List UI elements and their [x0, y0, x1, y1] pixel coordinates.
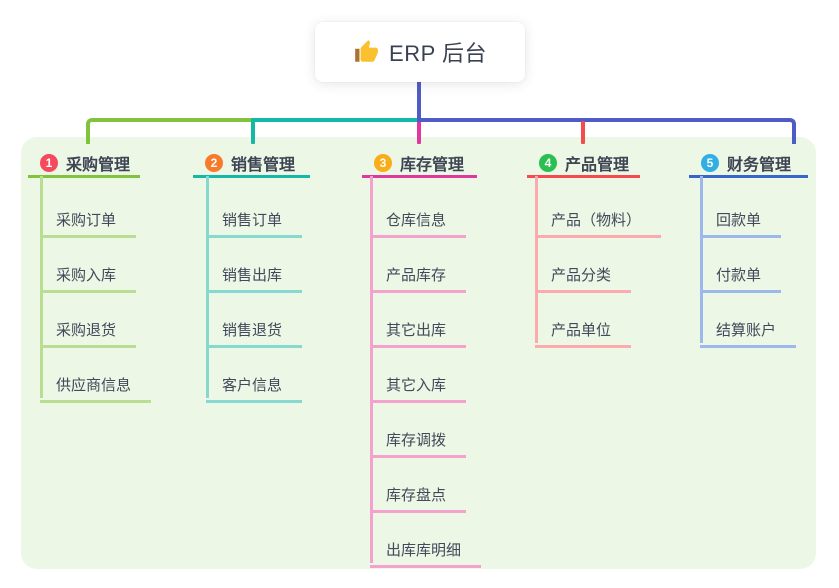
child-node-产品库存[interactable]: 产品库存 — [370, 258, 467, 293]
child-node-出库库明细[interactable]: 出库库明细 — [370, 533, 482, 568]
child-node-付款单[interactable]: 付款单 — [700, 258, 782, 293]
branch-number-badge: 5 — [701, 153, 719, 172]
child-node-结算账户[interactable]: 结算账户 — [700, 313, 797, 348]
branch-number-badge: 1 — [40, 153, 58, 172]
branch-label: 产品管理 — [565, 156, 630, 174]
child-node-销售退货[interactable]: 销售退货 — [206, 313, 303, 348]
child-label: 仓库信息 — [386, 212, 447, 229]
branch-label: 库存管理 — [400, 156, 465, 174]
branch4-drop-line — [581, 121, 585, 144]
child-node-产品分类[interactable]: 产品分类 — [535, 258, 632, 293]
branch-number-badge: 3 — [374, 153, 392, 172]
branch-node-财务管理[interactable]: 5 财务管理 — [689, 150, 808, 178]
branch-label: 财务管理 — [727, 156, 792, 174]
child-node-产品（物料）[interactable]: 产品（物料） — [535, 203, 662, 238]
branch-connector-line — [700, 176, 703, 343]
branch-node-产品管理[interactable]: 4 产品管理 — [527, 150, 640, 178]
branch-label: 采购管理 — [66, 156, 131, 174]
child-label: 销售订单 — [222, 212, 283, 229]
root-stem-line — [417, 82, 421, 122]
branch-connector-line — [370, 176, 373, 563]
spine-left-corner — [86, 118, 254, 144]
branch-connector-line — [40, 176, 43, 398]
child-node-产品单位[interactable]: 产品单位 — [535, 313, 632, 348]
child-label: 其它入库 — [386, 377, 447, 394]
child-label: 销售出库 — [222, 267, 283, 284]
root-title: ERP 后台 — [389, 41, 487, 66]
child-label: 产品分类 — [551, 267, 612, 284]
branch3-drop-line — [417, 121, 421, 144]
child-label: 出库库明细 — [386, 542, 462, 559]
child-node-仓库信息[interactable]: 仓库信息 — [370, 203, 467, 238]
child-node-其它出库[interactable]: 其它出库 — [370, 313, 467, 348]
branch-node-销售管理[interactable]: 2 销售管理 — [193, 150, 310, 178]
branch-node-采购管理[interactable]: 1 采购管理 — [28, 150, 140, 178]
spine-teal-segment — [254, 118, 419, 122]
branch-connector-line — [535, 176, 538, 343]
child-label: 供应商信息 — [56, 377, 132, 394]
child-label: 销售退货 — [222, 322, 283, 339]
child-node-其它入库[interactable]: 其它入库 — [370, 368, 467, 403]
thumbs-up-icon — [353, 39, 379, 65]
child-node-采购入库[interactable]: 采购入库 — [40, 258, 137, 293]
spine-right-corner — [419, 118, 796, 144]
branch2-drop-line — [251, 118, 255, 144]
child-label: 产品（物料） — [551, 212, 642, 229]
branch-label: 销售管理 — [231, 156, 296, 174]
child-node-库存调拨[interactable]: 库存调拨 — [370, 423, 467, 458]
child-label: 采购订单 — [56, 212, 117, 229]
child-label: 产品单位 — [551, 322, 612, 339]
branch-node-库存管理[interactable]: 3 库存管理 — [362, 150, 477, 178]
branch-number-badge: 4 — [539, 153, 557, 172]
child-node-销售出库[interactable]: 销售出库 — [206, 258, 303, 293]
branch-connector-line — [206, 176, 209, 398]
child-label: 回款单 — [716, 212, 762, 229]
child-node-销售订单[interactable]: 销售订单 — [206, 203, 303, 238]
mindmap-panel — [21, 137, 816, 569]
child-node-供应商信息[interactable]: 供应商信息 — [40, 368, 152, 403]
child-node-客户信息[interactable]: 客户信息 — [206, 368, 303, 403]
child-node-回款单[interactable]: 回款单 — [700, 203, 782, 238]
child-label: 结算账户 — [716, 322, 777, 339]
child-label: 采购入库 — [56, 267, 117, 284]
child-label: 付款单 — [716, 267, 762, 284]
child-label: 产品库存 — [386, 267, 447, 284]
child-label: 其它出库 — [386, 322, 447, 339]
child-label: 库存盘点 — [386, 487, 447, 504]
child-node-采购退货[interactable]: 采购退货 — [40, 313, 137, 348]
root-node[interactable]: ERP 后台 — [315, 22, 525, 82]
child-label: 客户信息 — [222, 377, 283, 394]
child-label: 库存调拨 — [386, 432, 447, 449]
child-node-库存盘点[interactable]: 库存盘点 — [370, 478, 467, 513]
child-label: 采购退货 — [56, 322, 117, 339]
child-node-采购订单[interactable]: 采购订单 — [40, 203, 137, 238]
branch-number-badge: 2 — [205, 153, 223, 172]
